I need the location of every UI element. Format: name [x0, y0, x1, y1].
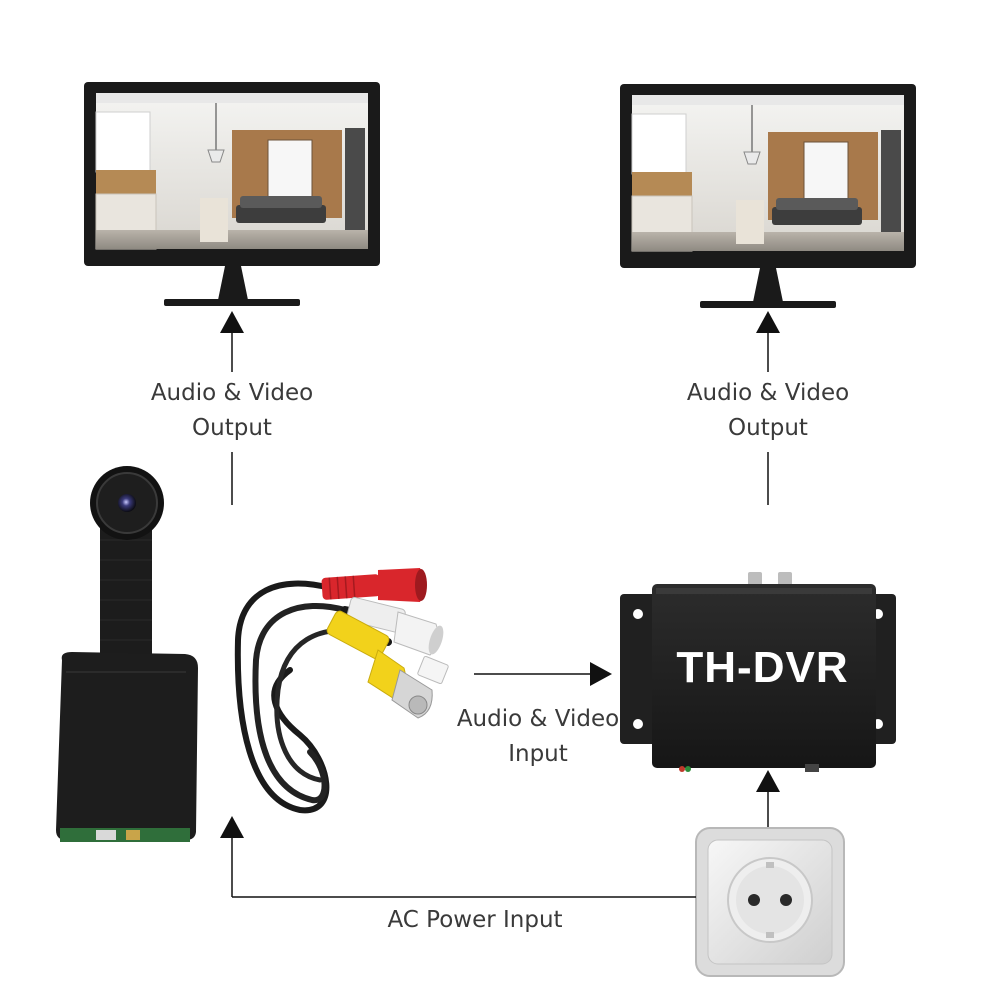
power-outlet-icon — [695, 827, 845, 977]
monitor-left-icon — [84, 82, 380, 306]
label-line-1: Audio & Video — [686, 380, 850, 406]
label-ac-power-input: AC Power Input — [387, 907, 563, 933]
label-line-2: Output — [728, 415, 808, 441]
arrow-to-monitor-left — [220, 311, 244, 505]
arrow-outlet-to-dvr — [756, 770, 780, 828]
label-av-output-right: Audio & Video Output — [648, 376, 888, 446]
label-av-output-left: Audio & Video Output — [112, 376, 352, 446]
room-scene — [95, 93, 368, 250]
white-plug-connector — [417, 655, 449, 685]
label-line-1: Audio & Video — [456, 706, 620, 732]
arrow-power-to-camera — [220, 816, 696, 898]
room-scene — [631, 95, 904, 252]
arrow-to-monitor-right — [756, 311, 780, 505]
arrow-to-dvr — [474, 662, 612, 686]
rca-white-connector — [346, 596, 444, 656]
pinhole-camera-icon — [56, 466, 198, 842]
label-av-input: Audio & Video Input — [418, 702, 658, 772]
label-line-2: Output — [192, 415, 272, 441]
label-line-2: Input — [508, 741, 568, 767]
monitor-right-icon — [620, 84, 916, 308]
label-line-1: Audio & Video — [150, 380, 314, 406]
dvr-brand-label: TH-DVR — [676, 643, 849, 692]
dvr-box-icon — [620, 572, 896, 772]
rca-red-connector — [321, 568, 427, 602]
rca-yellow-connector — [326, 610, 433, 719]
